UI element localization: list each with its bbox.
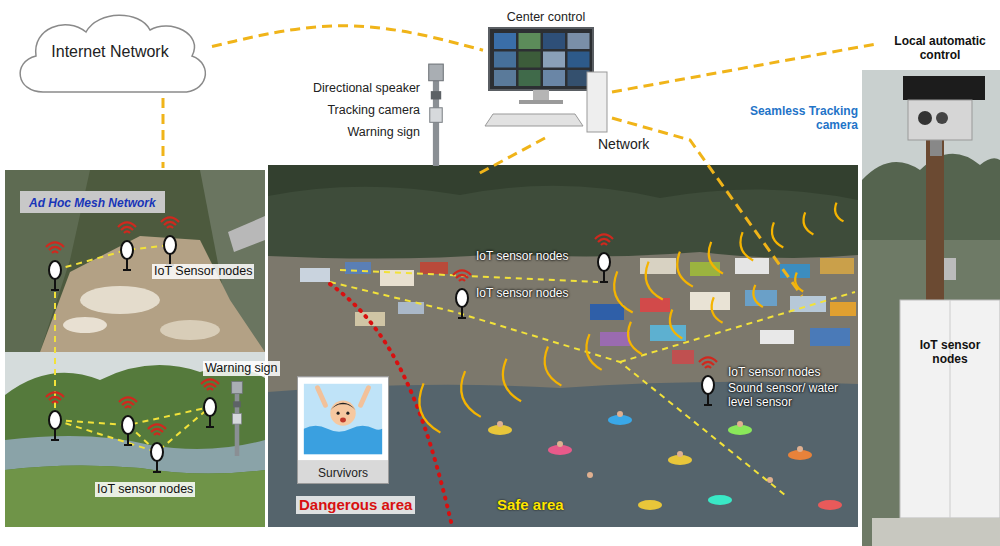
- survivor-drawing: [298, 377, 388, 461]
- survivor-picture: Survivors: [297, 376, 389, 484]
- swimmers: [488, 411, 842, 510]
- river-photo: [5, 352, 265, 527]
- danger-boundary: [330, 284, 452, 526]
- drowning-figure: [298, 378, 388, 460]
- network-band: Ad Hoc Mesh Network: [20, 191, 165, 213]
- computer-icon: [485, 28, 607, 132]
- device-label: Directional speaker: [290, 81, 420, 96]
- node-label: Survivors: [318, 466, 368, 480]
- node-label: Ad Hoc Mesh Network: [29, 196, 156, 210]
- network-label: Network: [598, 136, 649, 153]
- cloud-outline: [20, 15, 205, 92]
- control-label: Local automatic control: [884, 34, 996, 63]
- speaker-tower: [429, 64, 444, 166]
- network-link: [212, 26, 483, 50]
- sound-wave: [419, 203, 843, 433]
- device-label: Tracking camera: [290, 103, 420, 118]
- camera-label: Seamless Tracking camera: [746, 104, 858, 133]
- sensor-label: IoT Sensor nodes: [152, 264, 254, 279]
- sensor-node-icon: [46, 218, 717, 473]
- sensor-label: IoT sensor nodes: [728, 365, 821, 379]
- tents: [300, 258, 856, 364]
- network-cloud: Internet Network: [8, 6, 212, 96]
- device-label: Warning sign: [290, 125, 420, 140]
- sensor-label: IoT sensor nodes: [476, 249, 569, 263]
- area-label: Safe area: [497, 496, 564, 514]
- node-label: Center control: [507, 10, 586, 24]
- area-label: Dangerous area: [296, 496, 415, 514]
- network-link: [163, 44, 876, 296]
- control-computer: Center control: [483, 4, 609, 136]
- sensor-label: IoT sensor nodes: [476, 286, 569, 300]
- sensor-label: IoT sensor nodes: [906, 338, 994, 367]
- node-label: Internet Network: [51, 43, 168, 61]
- rapids-photo: [5, 170, 265, 352]
- camera-pole-photo: [862, 70, 1000, 546]
- sign-label: Warning sign: [203, 361, 280, 376]
- mesh-link: [55, 245, 855, 495]
- beach-photo: [268, 165, 858, 527]
- sensor-type-label: Sound sensor/ water level sensor: [728, 381, 840, 410]
- warning-sign-tower: [232, 382, 243, 456]
- sensor-label: IoT sensor nodes: [95, 482, 195, 497]
